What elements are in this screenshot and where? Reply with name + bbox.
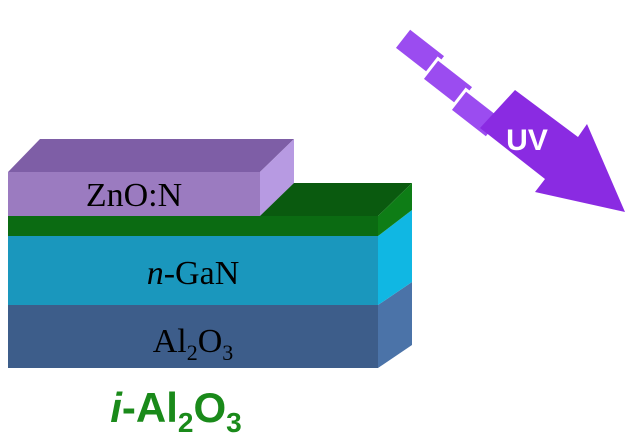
zno-side-face [260,139,294,216]
zno-label: ZnO:N [86,177,182,214]
zno-top-face [8,139,294,172]
zno-layer: ZnO:N [8,139,294,216]
ngan-label: n-GaN [147,255,240,292]
uv-label: UV [506,124,548,157]
sapphire-front-face [8,305,378,368]
insulator-caption: i-Al2O3 [110,384,242,438]
insulator-side-face [378,183,412,236]
uv-light-arrow: UV [391,25,625,212]
ngan-side-face [378,210,412,305]
ngan-layer: n-GaN [8,210,412,305]
uv-arrow-head [480,90,625,212]
sapphire-substrate-layer: Al2O3 [8,282,412,368]
zno-front-face [8,172,260,216]
sapphire-side-face [378,282,412,368]
sapphire-label: Al2O3 [153,323,234,365]
insulator-front-face [8,216,378,236]
ngan-front-face [8,236,378,305]
